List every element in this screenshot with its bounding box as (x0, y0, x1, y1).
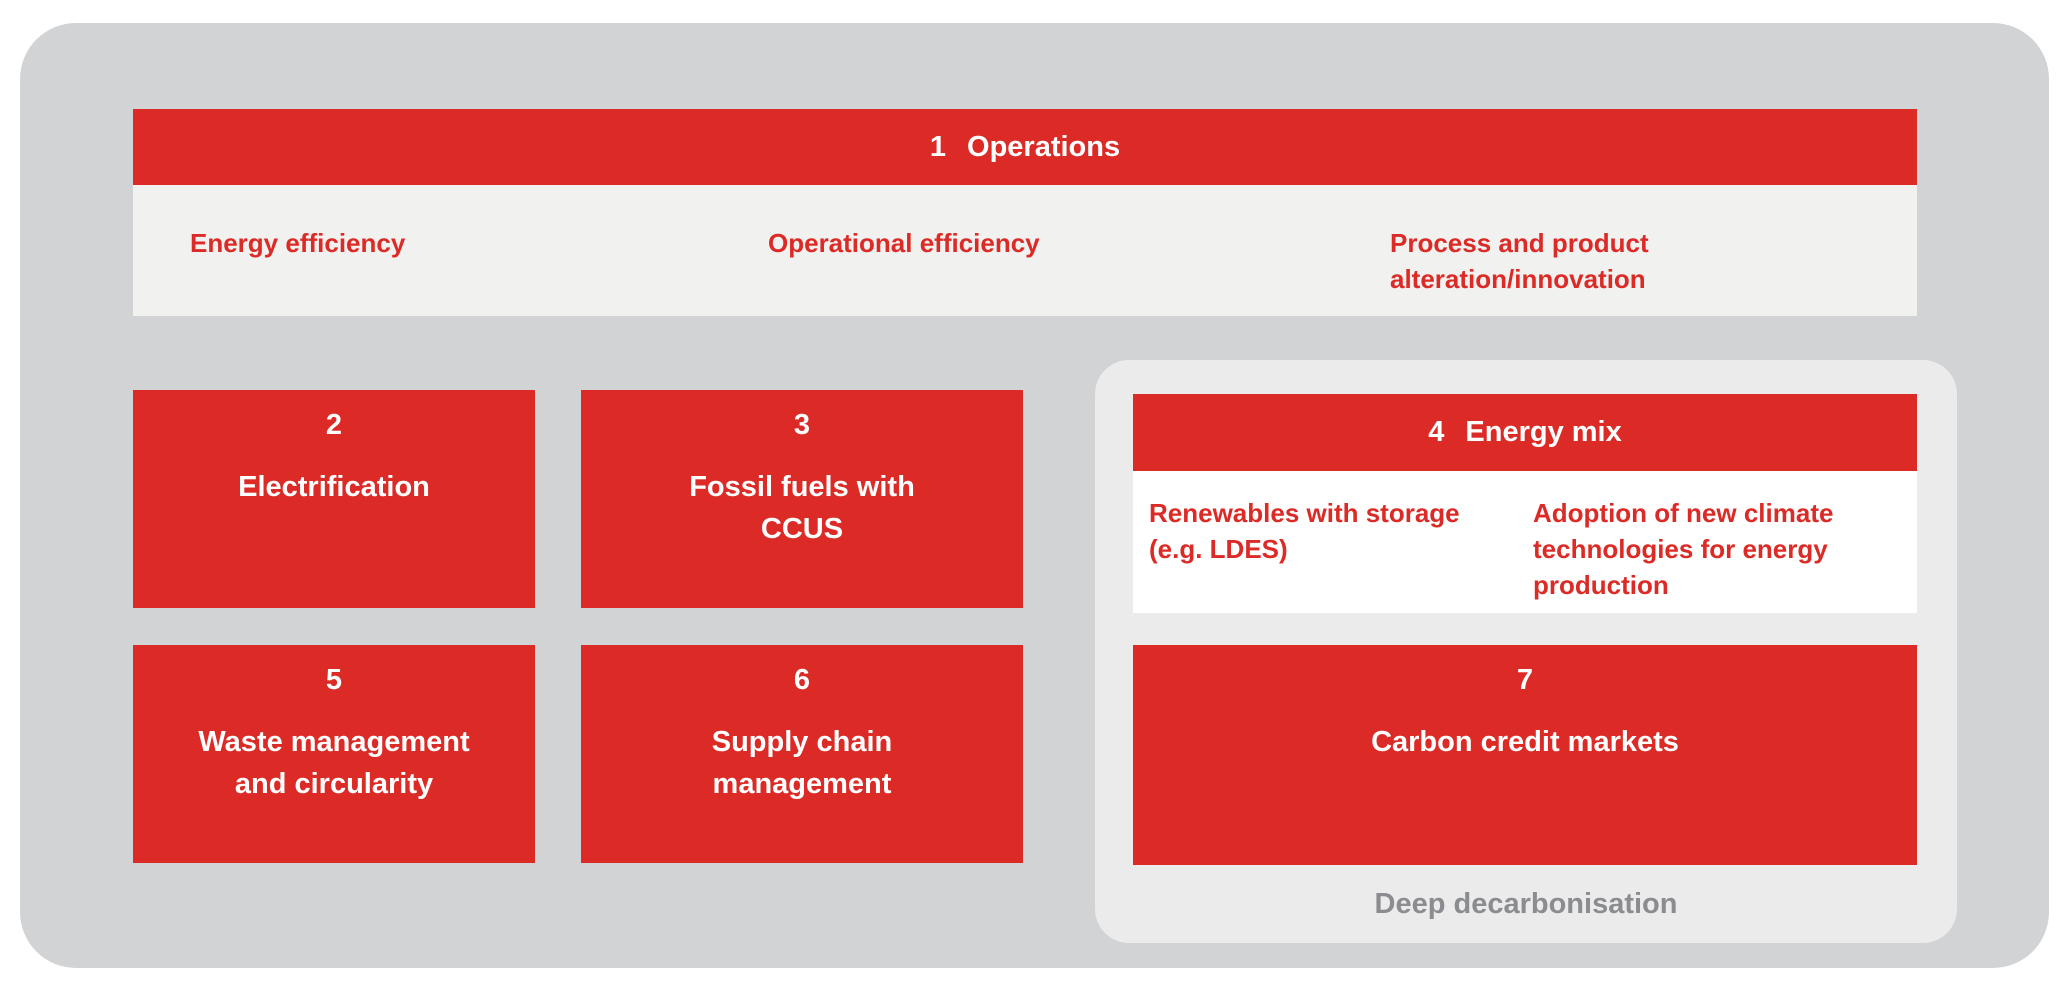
fossil-fuels-ccus-box: 3 Fossil fuels with CCUS (581, 390, 1023, 608)
operations-sublevers-band: Energy efficiency Operational efficiency… (133, 185, 1917, 316)
energy-mix-header: 4 Energy mix (1133, 394, 1917, 471)
operations-header: 1 Operations (133, 109, 1917, 185)
electrification-number: 2 (325, 409, 343, 441)
lever-new-climate-technologies: Adoption of new climate technologies for… (1533, 498, 1834, 600)
carbon-credit-markets-box: 7 Carbon credit markets (1133, 645, 1917, 865)
waste-management-number: 5 (325, 664, 343, 696)
fossil-fuels-ccus-number: 3 (793, 409, 811, 441)
energy-mix-number: 4 (1428, 416, 1445, 448)
deep-decarbonisation-panel: 4 Energy mix Renewables with storage (e.… (1095, 360, 1957, 943)
energy-mix-title: Energy mix (1465, 416, 1622, 448)
waste-management-box: 5 Waste management and circularity (133, 645, 535, 863)
lever-renewables-with-storage: Renewables with storage (e.g. LDES) (1149, 498, 1460, 564)
carbon-credit-markets-title: Carbon credit markets (1371, 726, 1679, 758)
waste-management-title: Waste management and circularity (198, 726, 470, 800)
levers-panel: 1 Operations Energy efficiency Operation… (20, 23, 2049, 968)
supply-chain-title: Supply chain management (711, 726, 893, 800)
operations-title: Operations (967, 130, 1121, 163)
fossil-fuels-ccus-title: Fossil fuels with CCUS (689, 471, 915, 545)
operations-number: 1 (929, 130, 947, 163)
supply-chain-number: 6 (793, 664, 811, 696)
lever-operational-efficiency: Operational efficiency (768, 228, 1040, 258)
energy-mix-sublevers-band: Renewables with storage (e.g. LDES) Adop… (1133, 471, 1917, 613)
supply-chain-box: 6 Supply chain management (581, 645, 1023, 863)
deep-decarbonisation-label: Deep decarbonisation (1374, 888, 1678, 920)
electrification-box: 2 Electrification (133, 390, 535, 608)
lever-process-product-alteration: Process and product alteration/innovatio… (1390, 228, 1649, 294)
electrification-title: Electrification (238, 471, 430, 503)
carbon-credit-markets-number: 7 (1516, 664, 1534, 696)
lever-energy-efficiency: Energy efficiency (190, 228, 406, 258)
